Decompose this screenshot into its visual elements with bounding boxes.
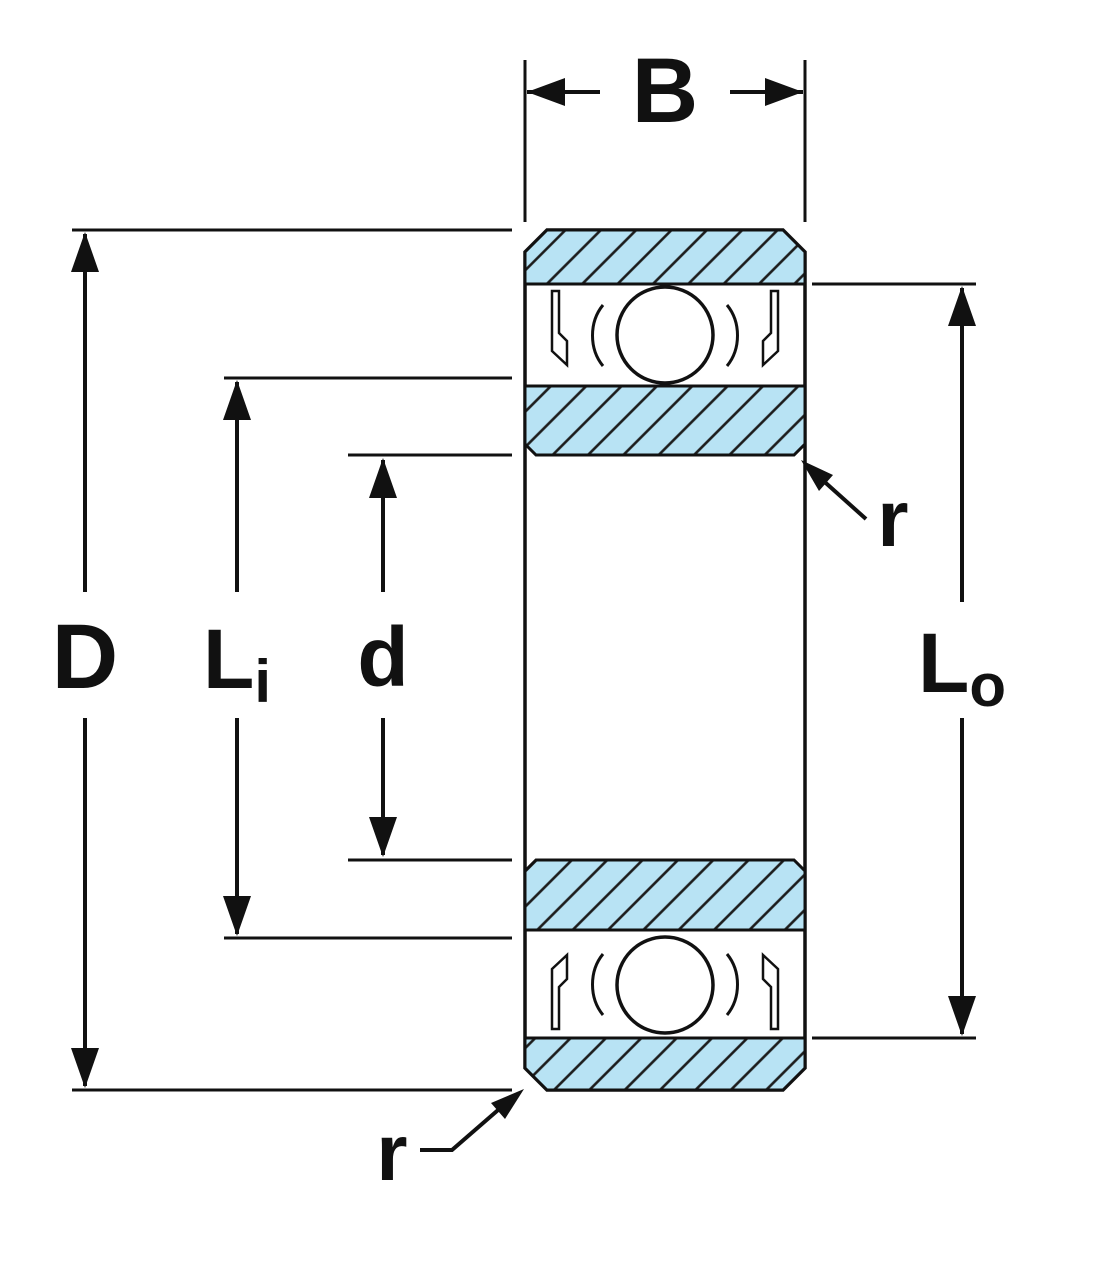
leader-line-r-bottom (420, 1102, 507, 1152)
arrowhead-r-top (801, 460, 833, 491)
cage-bottom-right (725, 953, 739, 1016)
arrowhead-r-bottom (491, 1089, 524, 1119)
arrowhead-Li-top (223, 380, 251, 420)
bearing-section (523, 228, 807, 1092)
label-d: d (357, 610, 408, 704)
arrowhead-d-bottom (369, 817, 397, 857)
arrowhead-d-top (369, 458, 397, 498)
label-Li: Li (203, 612, 271, 715)
arrowhead-B-right (765, 78, 803, 106)
arrowhead-D-bottom (71, 1048, 99, 1088)
label-r-top: r (877, 474, 908, 563)
leader-line-r-top (816, 474, 868, 521)
dimension-D: D (52, 228, 512, 1092)
dimension-Li: Li (203, 376, 512, 940)
outer-ring-top (523, 228, 807, 286)
cage-bottom-left (591, 953, 605, 1016)
arrowhead-Li-bottom (223, 896, 251, 936)
inner-ring-top (523, 384, 807, 457)
shield-top-left (550, 289, 569, 368)
cage-top-right (725, 304, 739, 367)
inner-ring-bottom (523, 858, 807, 932)
shield-top-right (761, 289, 780, 368)
label-Li-sub: i (254, 648, 271, 715)
outer-ring-bottom (523, 1036, 807, 1092)
arrowhead-B-left (527, 78, 565, 106)
label-Lo: Lo (918, 616, 1006, 719)
dimension-d: d (348, 453, 512, 862)
dimension-Lo: Lo (812, 282, 1006, 1040)
label-r-bottom: r (376, 1108, 407, 1197)
label-Lo-main: L (918, 616, 969, 710)
leader-r-top: r (801, 460, 909, 563)
label-Lo-sub: o (969, 652, 1006, 719)
arrowhead-D-top (71, 232, 99, 272)
label-Li-main: L (203, 612, 254, 706)
label-B: B (632, 40, 698, 142)
shield-bottom-left (550, 952, 569, 1031)
arrowhead-Lo-top (948, 286, 976, 326)
cage-top-left (591, 304, 605, 367)
arrowhead-Lo-bottom (948, 996, 976, 1036)
label-D: D (52, 606, 118, 708)
ball-bottom (615, 935, 715, 1035)
ball-top (615, 285, 715, 385)
shield-bottom-right (761, 952, 780, 1031)
leader-r-bottom: r (376, 1089, 524, 1197)
dimension-B: B (523, 40, 807, 222)
